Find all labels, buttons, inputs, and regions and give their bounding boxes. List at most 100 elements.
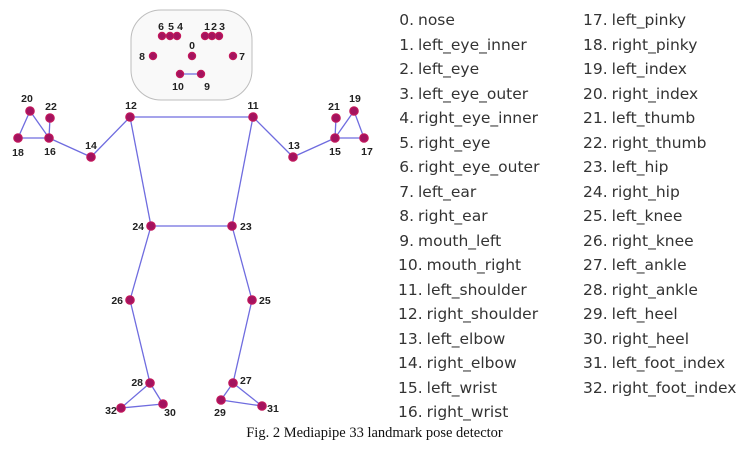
legend-item-right-pinky: 18.right_pinky [583, 33, 736, 58]
landmark-label-right-index: 20 [21, 93, 33, 105]
landmark-label-right-pinky: 18 [12, 147, 24, 159]
legend-name: left_pinky [611, 11, 687, 29]
bone-18-20 [17, 110, 31, 139]
landmark-label-right-foot-index: 32 [105, 405, 117, 417]
landmark-right-foot-index [116, 403, 126, 413]
legend-item-left-ear: 7.left_ear [398, 180, 539, 205]
landmark-label-left-thumb: 21 [328, 101, 340, 113]
legend-index: 19. [583, 60, 608, 78]
legend-name: left_heel [611, 305, 678, 323]
legend-item-right-eye: 5.right_eye [398, 131, 539, 156]
landmark-mouth-right [175, 69, 185, 79]
landmark-left-heel [216, 395, 226, 405]
landmark-label-right-hip: 24 [132, 221, 144, 233]
bone-12-14 [90, 116, 131, 158]
landmark-right-pinky [13, 133, 23, 143]
legend-name: right_ear [418, 207, 488, 225]
landmark-left-eye-outer [214, 31, 224, 41]
legend-item-left-index: 19.left_index [583, 57, 736, 82]
legend-index: 2. [399, 60, 414, 78]
legend-index: 11. [398, 280, 423, 299]
landmark-right-eye-outer [157, 31, 167, 41]
landmark-right-thumb [45, 113, 55, 123]
legend-item-left-shoulder: 11.left_shoulder [398, 278, 539, 303]
landmark-label-right-eye: 5 [168, 21, 174, 33]
legend-name: right_heel [611, 329, 690, 348]
legend-index: 13. [398, 329, 423, 348]
legend-index: 28. [583, 280, 608, 299]
legend-name: left_hip [611, 158, 669, 176]
landmark-right-knee [125, 295, 135, 305]
legend-item-left-ankle: 27.left_ankle [583, 253, 736, 278]
legend-item-right-wrist: 16.right_wrist [398, 400, 539, 425]
legend-item-right-heel: 30.right_heel [583, 327, 736, 352]
legend-name: left_thumb [611, 109, 696, 127]
legend-name: left_ear [418, 182, 477, 201]
landmark-right-index [25, 106, 35, 116]
legend-item-left-eye-outer: 3.left_eye_outer [398, 82, 539, 107]
bone-13-15 [292, 137, 336, 158]
landmark-right-elbow [86, 152, 96, 162]
legend-index: 15. [398, 378, 423, 397]
bone-25-27 [232, 299, 253, 384]
legend-name: left_eye_outer [418, 84, 529, 103]
landmark-left-foot-index [257, 401, 267, 411]
legend-item-left-eye-inner: 1.left_eye_inner [398, 33, 539, 58]
landmark-label-left-heel: 29 [214, 407, 226, 419]
landmark-label-mouth-left: 9 [204, 81, 210, 93]
legend-index: 17. [583, 11, 608, 29]
landmark-label-mouth-right: 10 [172, 81, 184, 93]
bone-11-13 [252, 116, 294, 158]
landmark-label-left-pinky: 17 [361, 146, 373, 158]
legend-index: 30. [583, 329, 608, 348]
landmark-label-left-wrist: 15 [329, 146, 341, 158]
legend-index: 0. [399, 11, 414, 29]
landmark-label-right-heel: 30 [164, 407, 176, 419]
landmark-left-wrist [330, 133, 340, 143]
legend-index: 12. [398, 305, 423, 323]
legend-name: right_index [611, 84, 699, 103]
legend-item-right-knee: 26.right_knee [583, 229, 736, 254]
landmark-label-left-ear: 7 [239, 51, 245, 63]
legend-index: 14. [398, 354, 423, 372]
bone-24-26 [129, 225, 152, 301]
landmark-left-thumb [331, 113, 341, 123]
legend-name: left_eye_inner [418, 35, 527, 54]
landmark-left-index [349, 106, 359, 116]
legend-index: 1. [399, 35, 414, 54]
landmark-label-right-eye-outer: 6 [158, 21, 164, 33]
legend-item-left-eye: 2.left_eye [398, 57, 539, 82]
landmark-left-shoulder [248, 112, 258, 122]
legend-index: 24. [583, 182, 608, 201]
legend-index: 6. [399, 158, 414, 176]
landmark-left-eye [207, 31, 217, 41]
legend-index: 7. [399, 182, 414, 201]
legend-item-right-shoulder: 12.right_shoulder [398, 302, 539, 327]
legend-name: right_elbow [426, 354, 517, 372]
legend-index: 23. [583, 158, 608, 176]
landmark-label-left-elbow: 13 [288, 140, 300, 152]
legend-index: 4. [399, 109, 414, 127]
legend-index: 18. [583, 35, 608, 54]
landmark-label-left-eye: 2 [211, 21, 217, 33]
legend-item-left-pinky: 17.left_pinky [583, 8, 736, 33]
legend-index: 25. [583, 207, 608, 225]
legend-item-left-wrist: 15.left_wrist [398, 376, 539, 401]
landmark-mouth-left [196, 69, 206, 79]
landmark-right-ankle [145, 378, 155, 388]
legend-name: left_ankle [611, 256, 687, 274]
legend-index: 26. [583, 231, 608, 250]
legend-item-right-elbow: 14.right_elbow [398, 351, 539, 376]
legend-name: right_eye_inner [418, 109, 539, 127]
bone-30-32 [120, 403, 164, 409]
legend-name: right_thumb [611, 133, 707, 152]
landmark-label-left-eye-inner: 1 [204, 21, 210, 33]
legend-index: 27. [583, 256, 608, 274]
legend-item-left-foot-index: 31.left_foot_index [583, 351, 736, 376]
landmark-label-left-foot-index: 31 [267, 403, 279, 415]
bone-28-32 [120, 382, 151, 409]
landmark-label-right-thumb: 22 [45, 101, 57, 113]
